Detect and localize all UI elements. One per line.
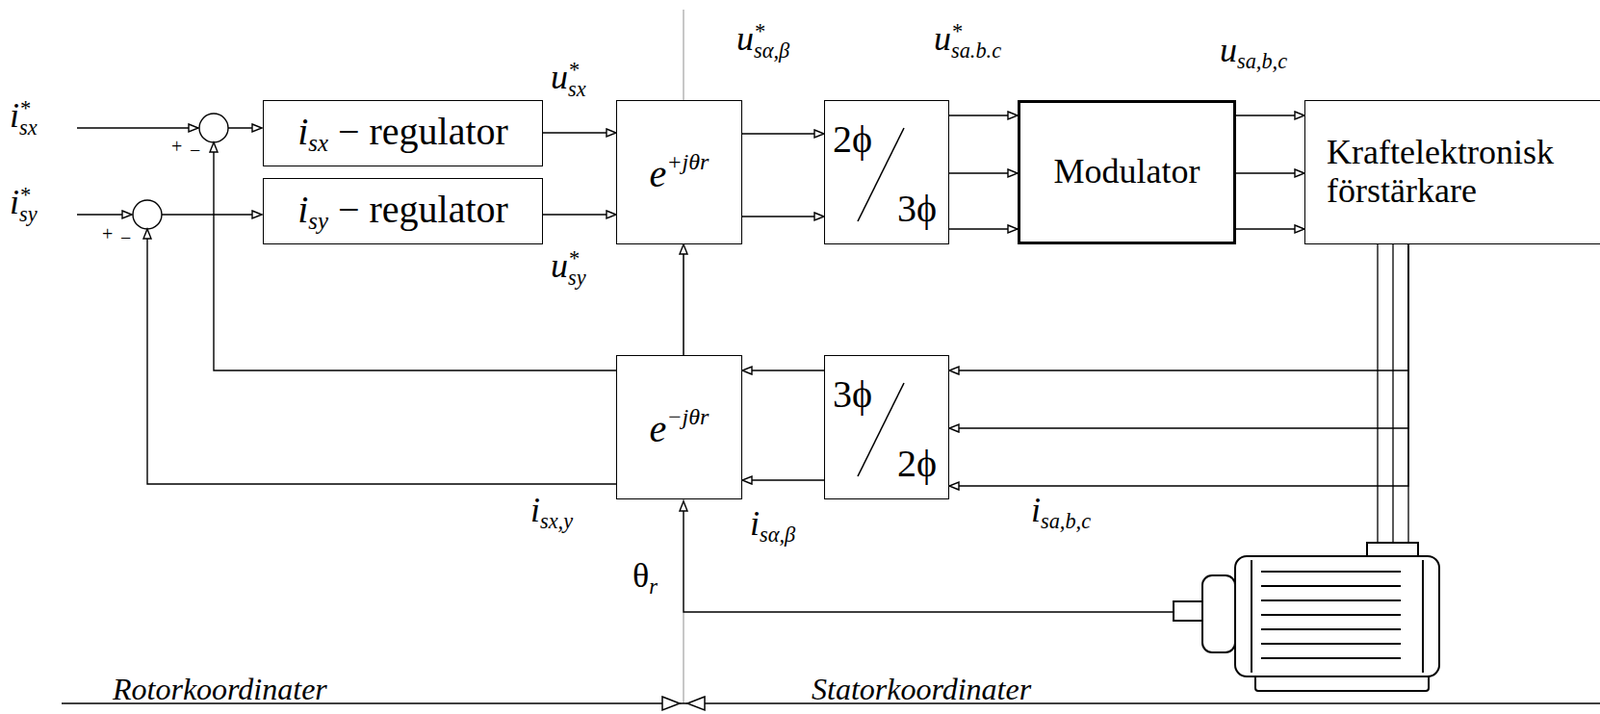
signal-name: i*sy: [9, 184, 38, 226]
transform-box: e−jθr: [616, 355, 743, 500]
sign: +: [171, 136, 182, 156]
regulator-box: isy − regulator: [262, 178, 543, 245]
sign: −: [189, 140, 201, 160]
signal-connector: [1236, 172, 1305, 174]
signal-connector: [742, 215, 825, 217]
signal-connector: [542, 131, 617, 133]
node-text: 3ϕ: [897, 187, 937, 231]
signal-connector: [147, 229, 617, 485]
input-wires: [77, 128, 262, 215]
node-text: 2ϕ: [832, 118, 873, 161]
signal-name: usa,b,c: [1219, 32, 1288, 73]
regulator-box: isx − regulator: [262, 100, 543, 167]
signal-connector: [949, 244, 1409, 371]
node-text: Kraftelektronisk förstärkare: [1326, 133, 1600, 210]
signal-name: u*sα,β: [736, 21, 790, 62]
position-sensor-wire: [683, 501, 1174, 613]
signal-connector: [742, 132, 825, 134]
node-text: isy − regulator: [297, 188, 509, 235]
node-text: isx − regulator: [297, 110, 509, 157]
signal-connector: [542, 213, 617, 215]
signal-connector: [742, 369, 825, 371]
signal-name: isa,b,c: [1031, 492, 1091, 533]
motor-cables: [1377, 244, 1409, 543]
signal-name: isα,β: [749, 506, 796, 546]
signal-connector: [1236, 228, 1305, 230]
signal-connector: [1236, 114, 1305, 116]
phase-converter-box: 2ϕ 3ϕ: [824, 100, 950, 245]
sign: +: [102, 224, 113, 244]
motor-fins: [1261, 571, 1401, 659]
signal-connector: [949, 172, 1018, 174]
signal-connector: [949, 114, 1018, 116]
signal-name: isx,y: [530, 492, 573, 533]
signal-connector: [742, 479, 825, 481]
signal-name: u*sx: [550, 59, 587, 101]
signal-name: u*sy: [550, 248, 587, 289]
signal-name: u*sa.b.c: [933, 21, 1002, 62]
signal-connector: [949, 244, 1409, 429]
node-text: 2ϕ: [897, 442, 937, 486]
divider-arrow: [687, 696, 705, 711]
transform-box: e+jθr: [616, 100, 743, 245]
phase-converter-box: 3ϕ 2ϕ: [824, 355, 950, 500]
node-text: 3ϕ: [832, 373, 873, 416]
node-text: e−jθr: [649, 404, 710, 451]
signal-name: i*sx: [9, 98, 38, 139]
motor-illustration: [1173, 542, 1440, 692]
sign: −: [120, 228, 131, 248]
signal-connector: [949, 244, 1409, 487]
node-text: e+jθr: [649, 149, 710, 196]
signal-name: θr: [632, 558, 658, 598]
region-label: Rotorkoordinater: [112, 673, 328, 705]
signal-connector: [949, 228, 1018, 230]
divider-arrow: [662, 696, 680, 711]
signal-connector: [213, 142, 617, 371]
node-text: Modulator: [1054, 153, 1201, 192]
modulator-box: Modulator: [1017, 100, 1237, 245]
signal-connector: [682, 244, 684, 356]
region-label: Statorkoordinater: [811, 673, 1032, 705]
amplifier-box: Kraftelektronisk förstärkare: [1304, 100, 1600, 245]
